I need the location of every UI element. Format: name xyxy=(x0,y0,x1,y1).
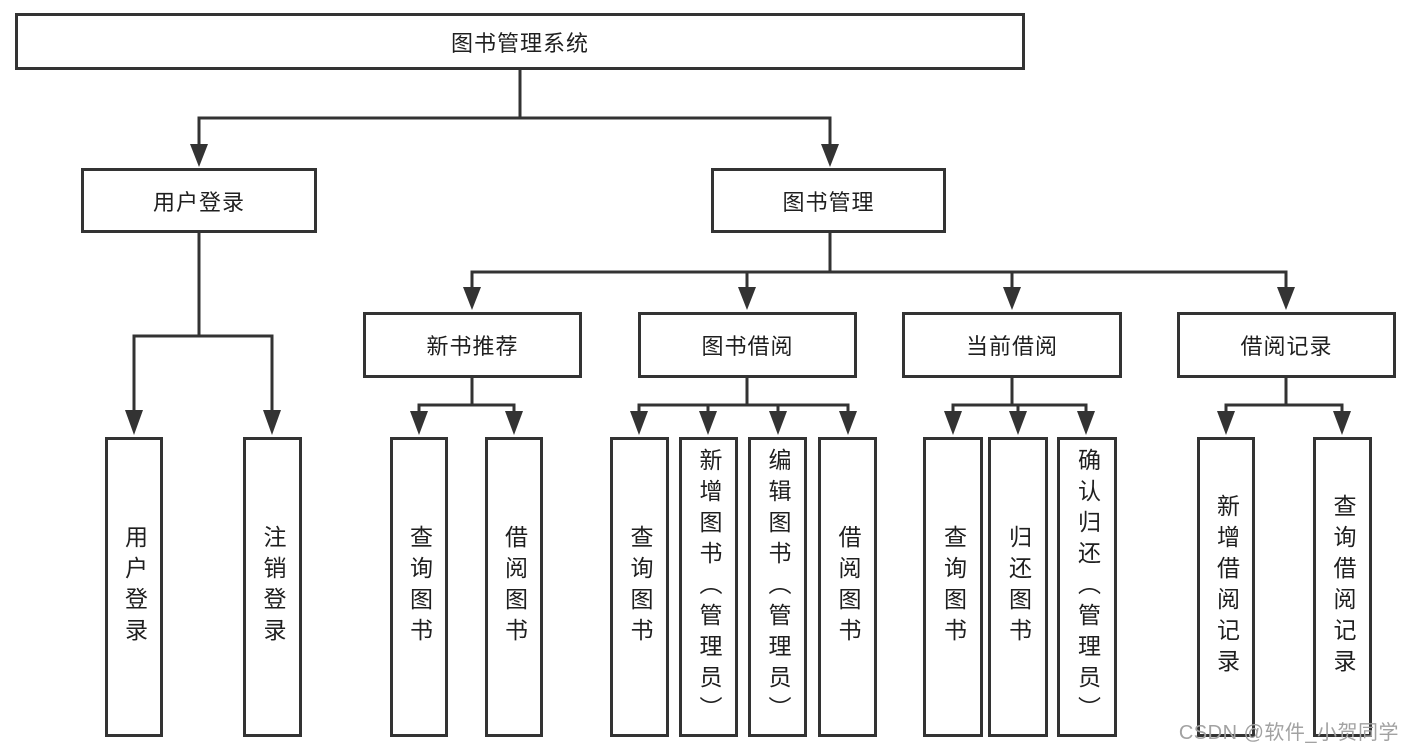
node-new-book-recommend: 新书推荐 xyxy=(363,312,582,378)
node-label: 新增图书（管理员） xyxy=(696,447,722,727)
csdn-watermark: CSDN @软件_小贺同学 xyxy=(1178,722,1399,744)
node-user-login: 用户登录 xyxy=(105,437,163,737)
node-label: 图书借阅 xyxy=(701,334,794,359)
node-borrowing-records: 借阅记录 xyxy=(1177,312,1396,378)
node-query-books-1: 查询图书 xyxy=(390,437,448,737)
node-add-borrow-record: 新增借阅记录 xyxy=(1197,437,1255,737)
node-edit-book-admin: 编辑图书（管理员） xyxy=(748,437,807,737)
node-query-books-2: 查询图书 xyxy=(610,437,669,737)
node-label: 借阅图书 xyxy=(835,525,861,649)
node-label: 查询图书 xyxy=(406,525,433,649)
node-add-book-admin: 新增图书（管理员） xyxy=(679,437,738,737)
node-user-login-group: 用户登录 xyxy=(81,168,317,233)
node-label: 借阅图书 xyxy=(501,525,528,649)
node-confirm-return-admin: 确认归还（管理员） xyxy=(1057,437,1117,737)
node-label: 图书管理系统 xyxy=(450,30,589,56)
node-book-borrowing: 图书借阅 xyxy=(638,312,857,378)
node-label: 新增借阅记录 xyxy=(1213,494,1240,680)
node-label: 注销登录 xyxy=(260,525,286,649)
node-label: 用户登录 xyxy=(152,189,245,215)
node-book-management: 图书管理 xyxy=(711,168,946,233)
node-label: 当前借阅 xyxy=(965,334,1058,359)
node-label: 查询借阅记录 xyxy=(1330,494,1356,680)
node-label: 查询图书 xyxy=(627,525,653,649)
node-library-system: 图书管理系统 xyxy=(15,13,1025,70)
node-current-borrowing: 当前借阅 xyxy=(902,312,1122,378)
node-query-books-3: 查询图书 xyxy=(923,437,983,737)
node-borrow-books-2: 借阅图书 xyxy=(818,437,877,737)
node-label: 图书管理 xyxy=(782,189,875,215)
node-label: 编辑图书（管理员） xyxy=(765,447,791,727)
node-label: 确认归还（管理员） xyxy=(1074,447,1101,727)
node-query-borrow-record: 查询借阅记录 xyxy=(1313,437,1372,737)
node-label: 查询图书 xyxy=(940,525,967,649)
node-label: 借阅记录 xyxy=(1240,334,1333,359)
connector-paths xyxy=(132,70,1344,413)
node-label: 归还图书 xyxy=(1005,525,1032,649)
node-borrow-books-1: 借阅图书 xyxy=(485,437,543,737)
arrowhead-icons xyxy=(125,144,1351,435)
node-return-book: 归还图书 xyxy=(988,437,1048,737)
node-logout: 注销登录 xyxy=(243,437,302,737)
node-label: 用户登录 xyxy=(121,525,148,649)
node-label: 新书推荐 xyxy=(426,334,519,359)
